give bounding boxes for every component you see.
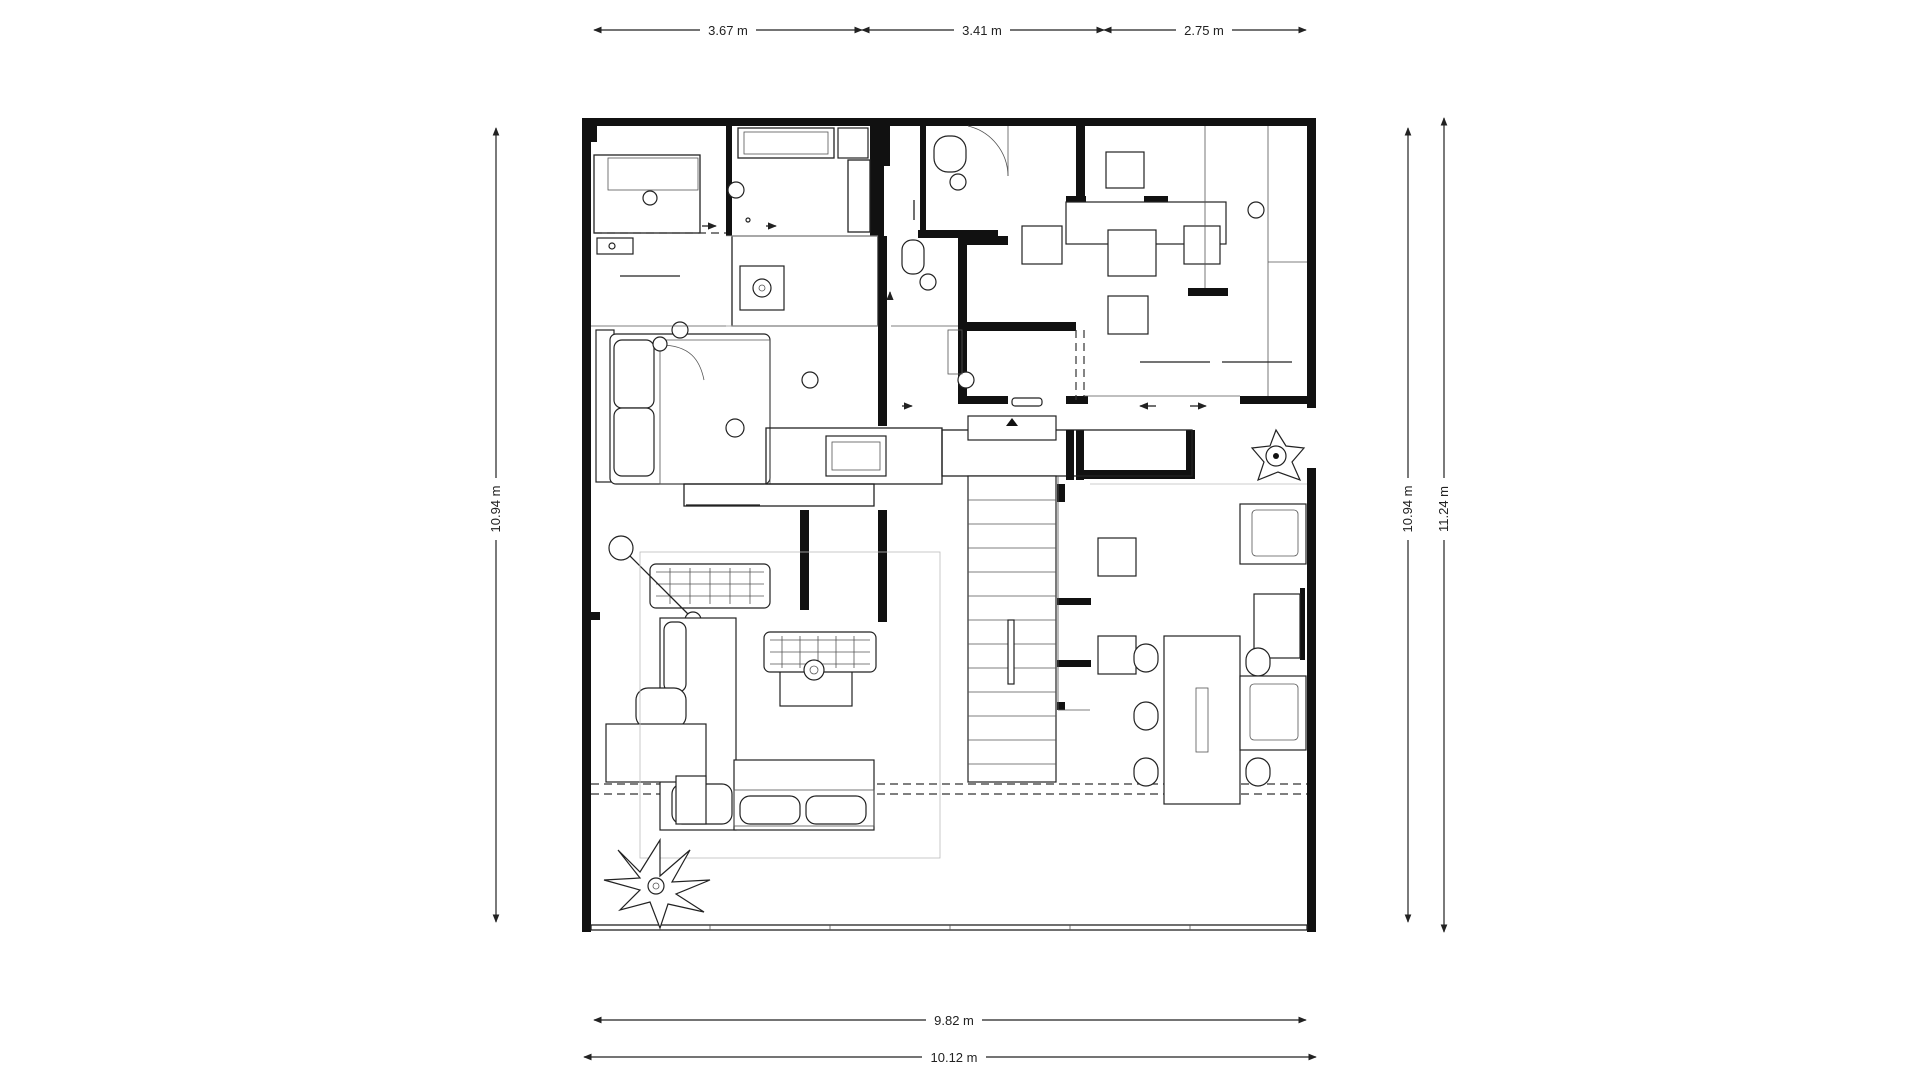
bathroom-top-left [593, 127, 871, 277]
staircase [967, 475, 1090, 783]
plant-icon [603, 837, 711, 930]
dimension-label-left: 10.94 m [488, 486, 503, 533]
dimension-label-right-inner: 10.94 m [1400, 486, 1415, 533]
dimension-label-right-outer: 11.24 m [1436, 486, 1451, 532]
dimension-left: 10.94 m [488, 127, 503, 923]
dimension-label-bottom-outer: 10.12 m [931, 1050, 978, 1065]
utility-closet [731, 235, 894, 327]
dimension-bottom-inner: 9.82 m [593, 1013, 1307, 1028]
dimension-right-inner: 10.94 m [1400, 127, 1415, 923]
dimension-bottom-outer: 10.12 m [583, 1050, 1317, 1065]
balcony-railing [590, 924, 1308, 931]
hallway-partitions [726, 200, 1085, 396]
dimension-top-3: 2.75 m [1103, 23, 1307, 38]
kitchen-counter [765, 397, 1193, 485]
decor-plant-icon [1250, 428, 1306, 482]
living-room [603, 535, 941, 930]
dimension-top-1: 3.67 m [593, 22, 863, 38]
dimension-label-top-1: 3.67 m [708, 23, 748, 38]
bedroom [591, 321, 878, 507]
dimension-right-outer: 11.24 m [1436, 117, 1451, 933]
dimension-label-top-3: 2.75 m [1184, 23, 1224, 38]
dimension-top-2: 3.41 m [861, 23, 1105, 38]
office-room [1021, 126, 1307, 410]
dimension-label-top-2: 3.41 m [962, 23, 1002, 38]
interior-walls [582, 118, 1308, 710]
dimension-label-bottom-inner: 9.82 m [934, 1013, 974, 1028]
wc-room [891, 125, 1009, 410]
dining-area [1090, 428, 1307, 805]
exterior-walls [582, 118, 1316, 932]
